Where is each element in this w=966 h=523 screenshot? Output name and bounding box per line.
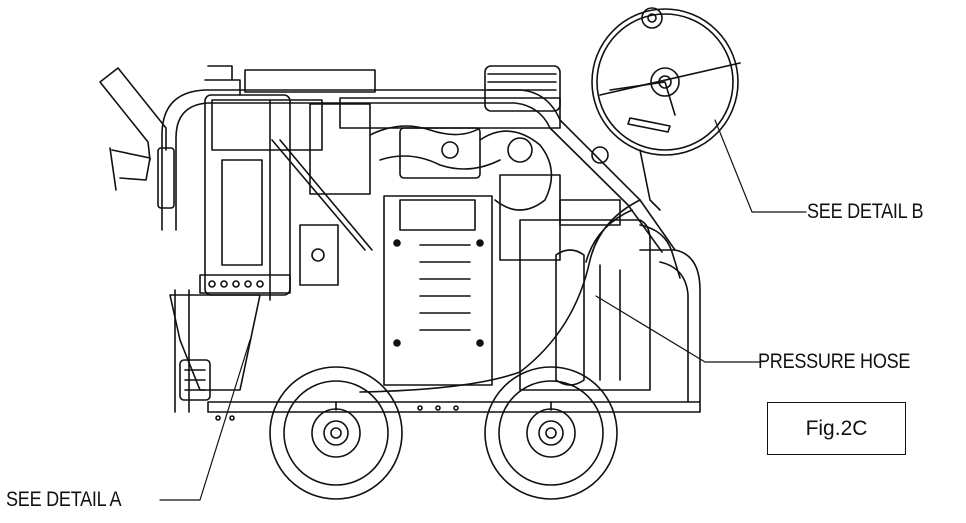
figure-label: Fig.2C <box>805 416 868 440</box>
control-panel <box>300 196 492 385</box>
hose-reel <box>592 8 740 210</box>
tank <box>520 220 680 390</box>
callout-see-detail-a: SEE DETAIL A <box>6 488 122 511</box>
callout-see-detail-b: SEE DETAIL B <box>807 200 924 223</box>
pressure-hose <box>360 200 640 392</box>
roll-cage <box>162 90 700 412</box>
leader-detail-a <box>160 340 250 500</box>
rear-wheel <box>270 367 402 499</box>
leader-pressure-hose <box>596 296 760 362</box>
figure-label-box: Fig.2C <box>767 402 906 455</box>
front-wheel <box>485 367 617 499</box>
base-frame <box>170 275 458 420</box>
push-handle <box>100 68 174 208</box>
engine <box>310 66 620 260</box>
leader-detail-b <box>715 120 806 212</box>
callout-pressure-hose: PRESSURE HOSE <box>758 350 911 373</box>
leader-lines <box>160 120 806 500</box>
boiler-housing <box>205 66 375 300</box>
